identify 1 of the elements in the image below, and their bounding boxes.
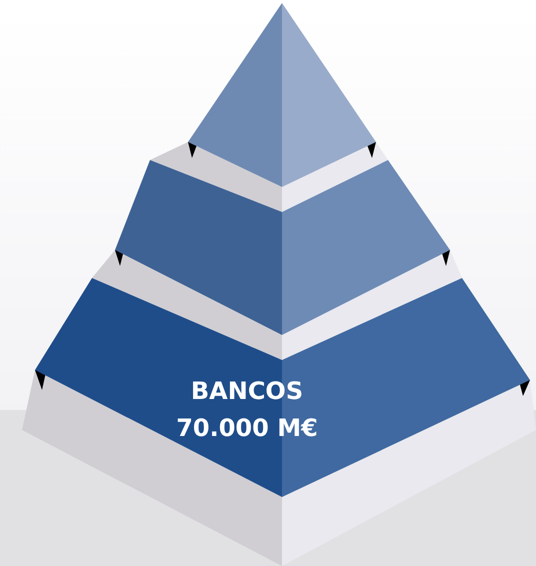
layer-label: BANCOS 70.000 M€: [175, 376, 319, 444]
